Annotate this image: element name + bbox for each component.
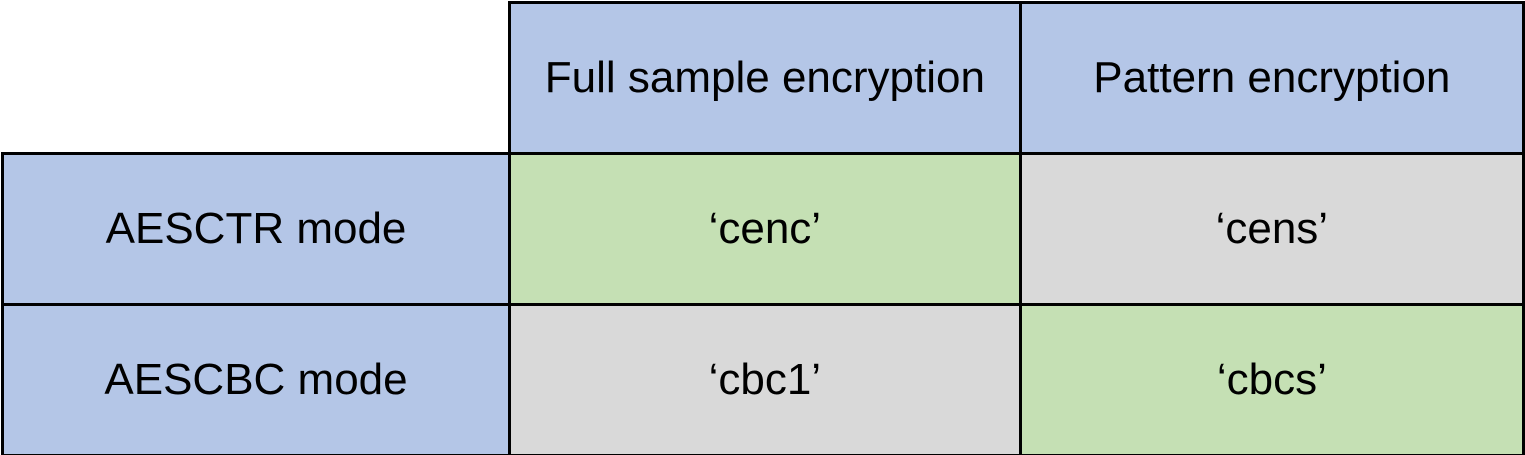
table-row-aesctr: AESCTR mode ‘cenc’ ‘cens’ — [0, 152, 1525, 306]
cell-cbc1: ‘cbc1’ — [508, 303, 1022, 455]
corner-cell — [2, 2, 510, 154]
row-header-aesctr-mode: AESCTR mode — [0, 152, 512, 306]
row-header-aescbc-mode: AESCBC mode — [0, 303, 512, 455]
cell-cens: ‘cens’ — [1018, 152, 1525, 306]
header-row: Full sample encryption Pattern encryptio… — [2, 1, 1525, 155]
column-header-pattern-encryption: Pattern encryption — [1018, 1, 1525, 155]
cell-cenc: ‘cenc’ — [508, 152, 1022, 306]
cell-cbcs: ‘cbcs’ — [1018, 303, 1525, 455]
table-row-aescbc: AESCBC mode ‘cbc1’ ‘cbcs’ — [0, 303, 1525, 455]
column-header-full-sample-encryption: Full sample encryption — [508, 1, 1022, 155]
